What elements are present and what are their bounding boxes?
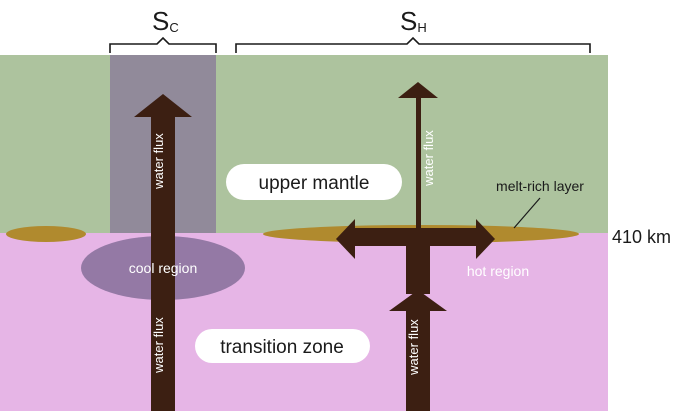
sh-bracket [235,36,591,53]
water-flux-hot-upper: water flux [421,130,436,187]
transition-zone-pill [195,329,370,363]
right-lateral-arrowhead [476,219,495,259]
cool-water-flux-arrow [134,94,192,411]
sc-bracket [109,36,217,53]
melt-label-pointer [513,197,541,229]
left-lateral-arrowhead [336,219,355,259]
water-flux-cool-upper: water flux [151,133,166,190]
water-flux-cool-lower: water flux [151,317,166,374]
lateral-arrow-bar [352,228,478,246]
upper-mantle-pill [226,164,402,200]
depth-410-label: 410 km [612,227,671,247]
melt-rich-layer-label: melt-rich layer [496,178,584,194]
water-flux-hot-lower: water flux [406,319,421,376]
hot-lower-arrow [389,290,447,411]
upper-mantle-layer [0,55,608,233]
hot-region-label: hot region [467,263,529,279]
sc-label: SC [152,6,179,36]
hot-upper-arrow-head [398,82,438,98]
transition-zone-label: transition zone [220,337,344,358]
sh-label: SH [400,6,427,36]
hot-upper-arrow-shaft [416,96,421,234]
upper-mantle-label: upper mantle [259,173,370,194]
cool-region-label: cool region [129,260,198,276]
melt-lens-left [6,226,86,242]
